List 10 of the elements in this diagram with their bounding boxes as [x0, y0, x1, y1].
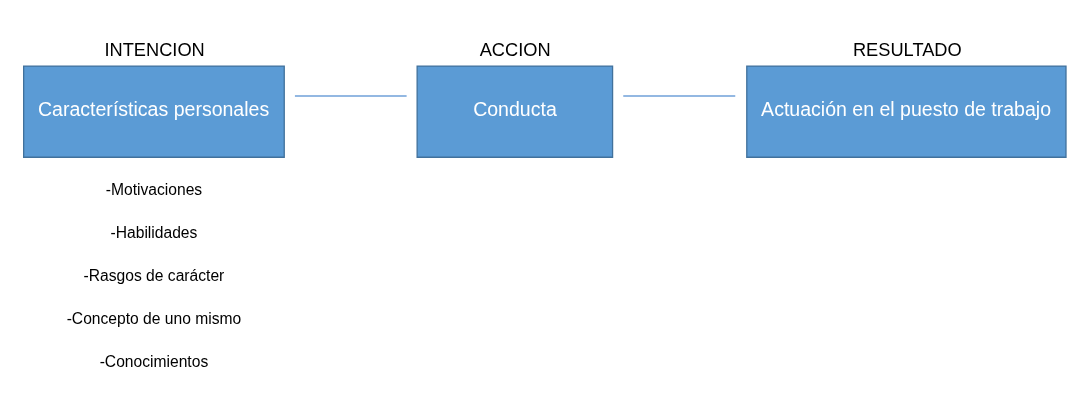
- node-label: RESULTADO: [852, 38, 962, 60]
- node-label: INTENCION: [104, 38, 205, 60]
- node-label: ACCION: [479, 38, 551, 60]
- label: -Conocimientos: [99, 352, 209, 370]
- label: -Motivaciones: [105, 180, 203, 198]
- label: -Habilidades: [110, 223, 198, 241]
- connector: [622, 95, 736, 97]
- connector: [294, 95, 408, 97]
- label: -Concepto de uno mismo: [66, 309, 242, 327]
- label: -Rasgos de carácter: [83, 266, 225, 284]
